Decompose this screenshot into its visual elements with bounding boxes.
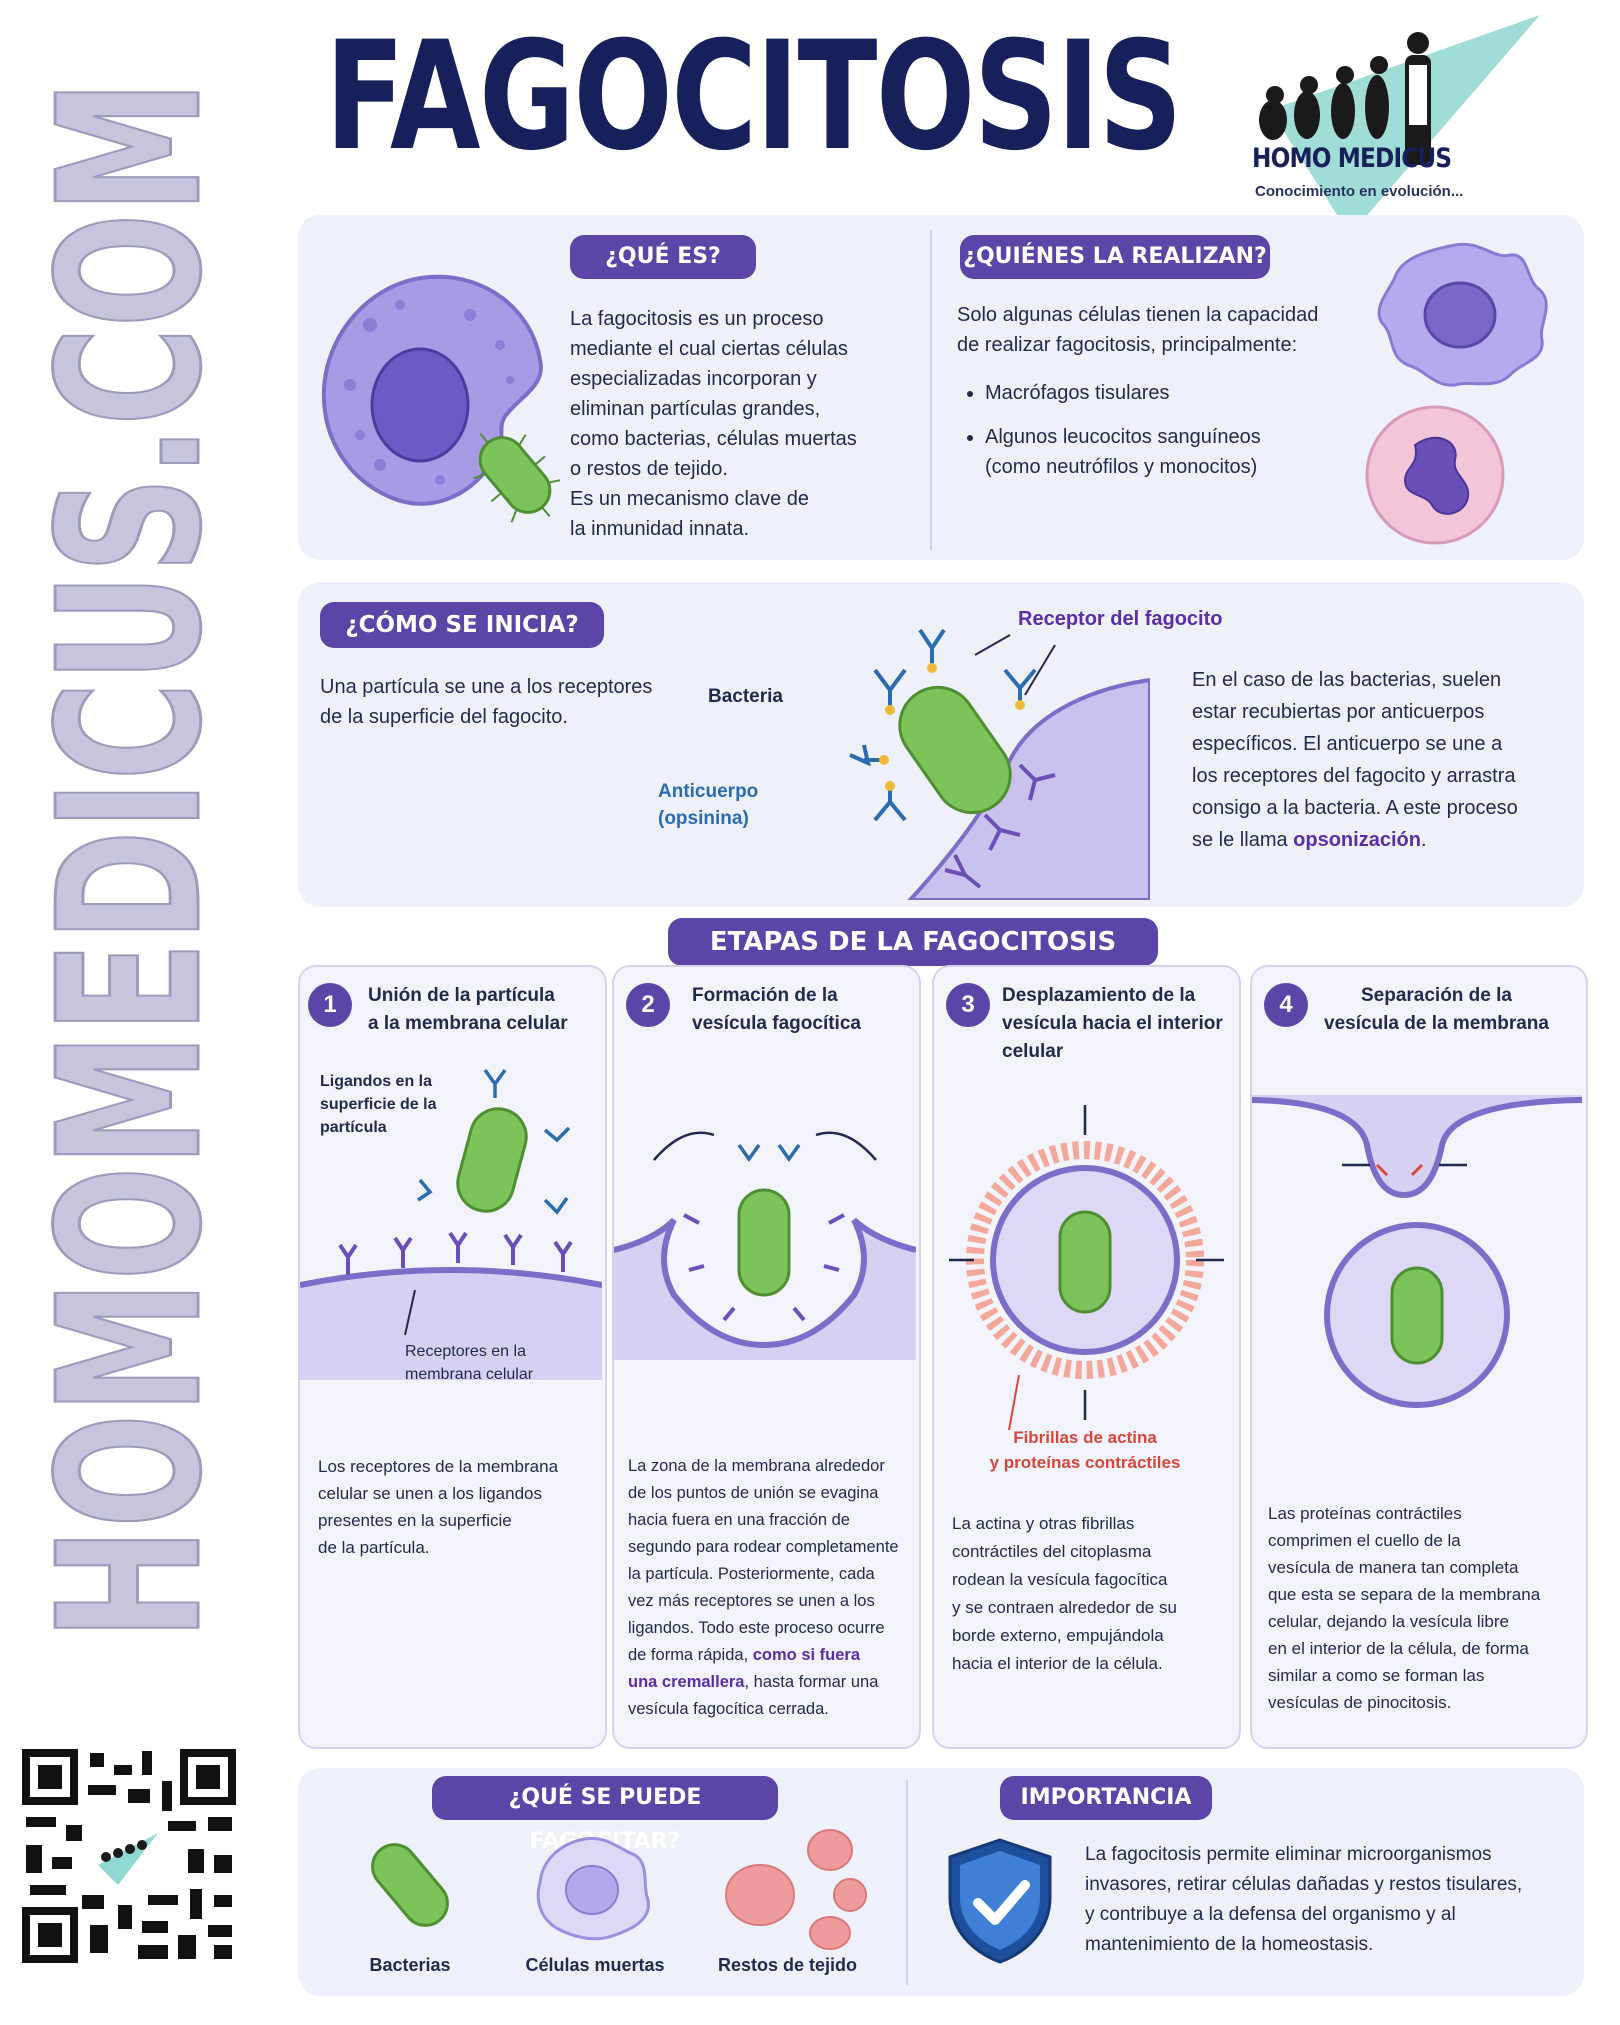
fagocitar-illustrations [371,1829,867,1950]
quienes-bullets: Macrófagos tisulares Algunos leucocitos … [957,378,1261,496]
fagocitar-item-celulas: Células muertas [525,1955,665,1975]
label-receptor: Receptor del fagocito [1018,608,1223,630]
quienes-heading: ¿QUIÉNES LA REALIZAN? [960,235,1270,279]
stage-3 [932,965,1241,1749]
fagocitar-heading: ¿QUÉ SE PUEDE FAGOCITAR? [432,1776,778,1854]
stage-4-illustration [1252,1095,1582,1408]
qr-code [18,1745,240,1967]
stage-1-number: 1 [308,983,352,1027]
page-title: FAGOCITOSIS [325,10,1183,184]
logo: HOMO MEDICUS Conocimiento en evolución..… [1245,15,1545,235]
logo-name: HOMO MEDICUS [1252,143,1452,174]
stage-4-number: 4 [1264,983,1308,1027]
quienes-text: Solo algunas células tienen la capacidad… [957,304,1319,356]
fagocitar-item-restos: Restos de tejido [717,1955,858,1975]
stage-3-illustration [949,1105,1224,1430]
label-anticuerpo: Anticuerpo(opsinina) [658,781,759,829]
que-es-heading: ¿QUÉ ES? [570,235,756,279]
como-heading: ¿CÓMO SE INICIA? [320,602,604,648]
bottom-divider [906,1780,908,1985]
site-vertical-label: HOMOMEDICUS.COM [28,80,238,1640]
cell-illustrations [1365,242,1548,545]
macrophage-illustration [321,274,560,523]
logo-tagline: Conocimiento en evolución... [1255,183,1464,200]
importancia-text: La fagocitosis permite eliminar microorg… [1085,1844,1523,1955]
opsonization-illustration [849,628,1150,900]
bullet-macrofagos: Macrófagos tisulares [985,378,1261,408]
shield-check-icon [948,1838,1052,1964]
fagocitar-item-bacterias: Bacterias [369,1955,451,1975]
logo-graphic [1259,15,1540,235]
stage-3-number: 3 [946,983,990,1027]
stage-2-number: 2 [626,983,670,1027]
panel-divider [930,230,932,550]
etapas-heading: ETAPAS DE LA FAGOCITOSIS [668,918,1158,966]
importancia-heading: IMPORTANCIA [1000,1776,1212,1820]
bullet-leucocitos: Algunos leucocitos sanguíneos(como neutr… [985,422,1261,482]
site-vertical-text: HOMOMEDICUS.COM [28,79,238,1641]
stage-2-illustration [614,1131,916,1360]
stage-1-illustration [300,1068,602,1380]
label-bacteria: Bacteria [708,686,783,707]
